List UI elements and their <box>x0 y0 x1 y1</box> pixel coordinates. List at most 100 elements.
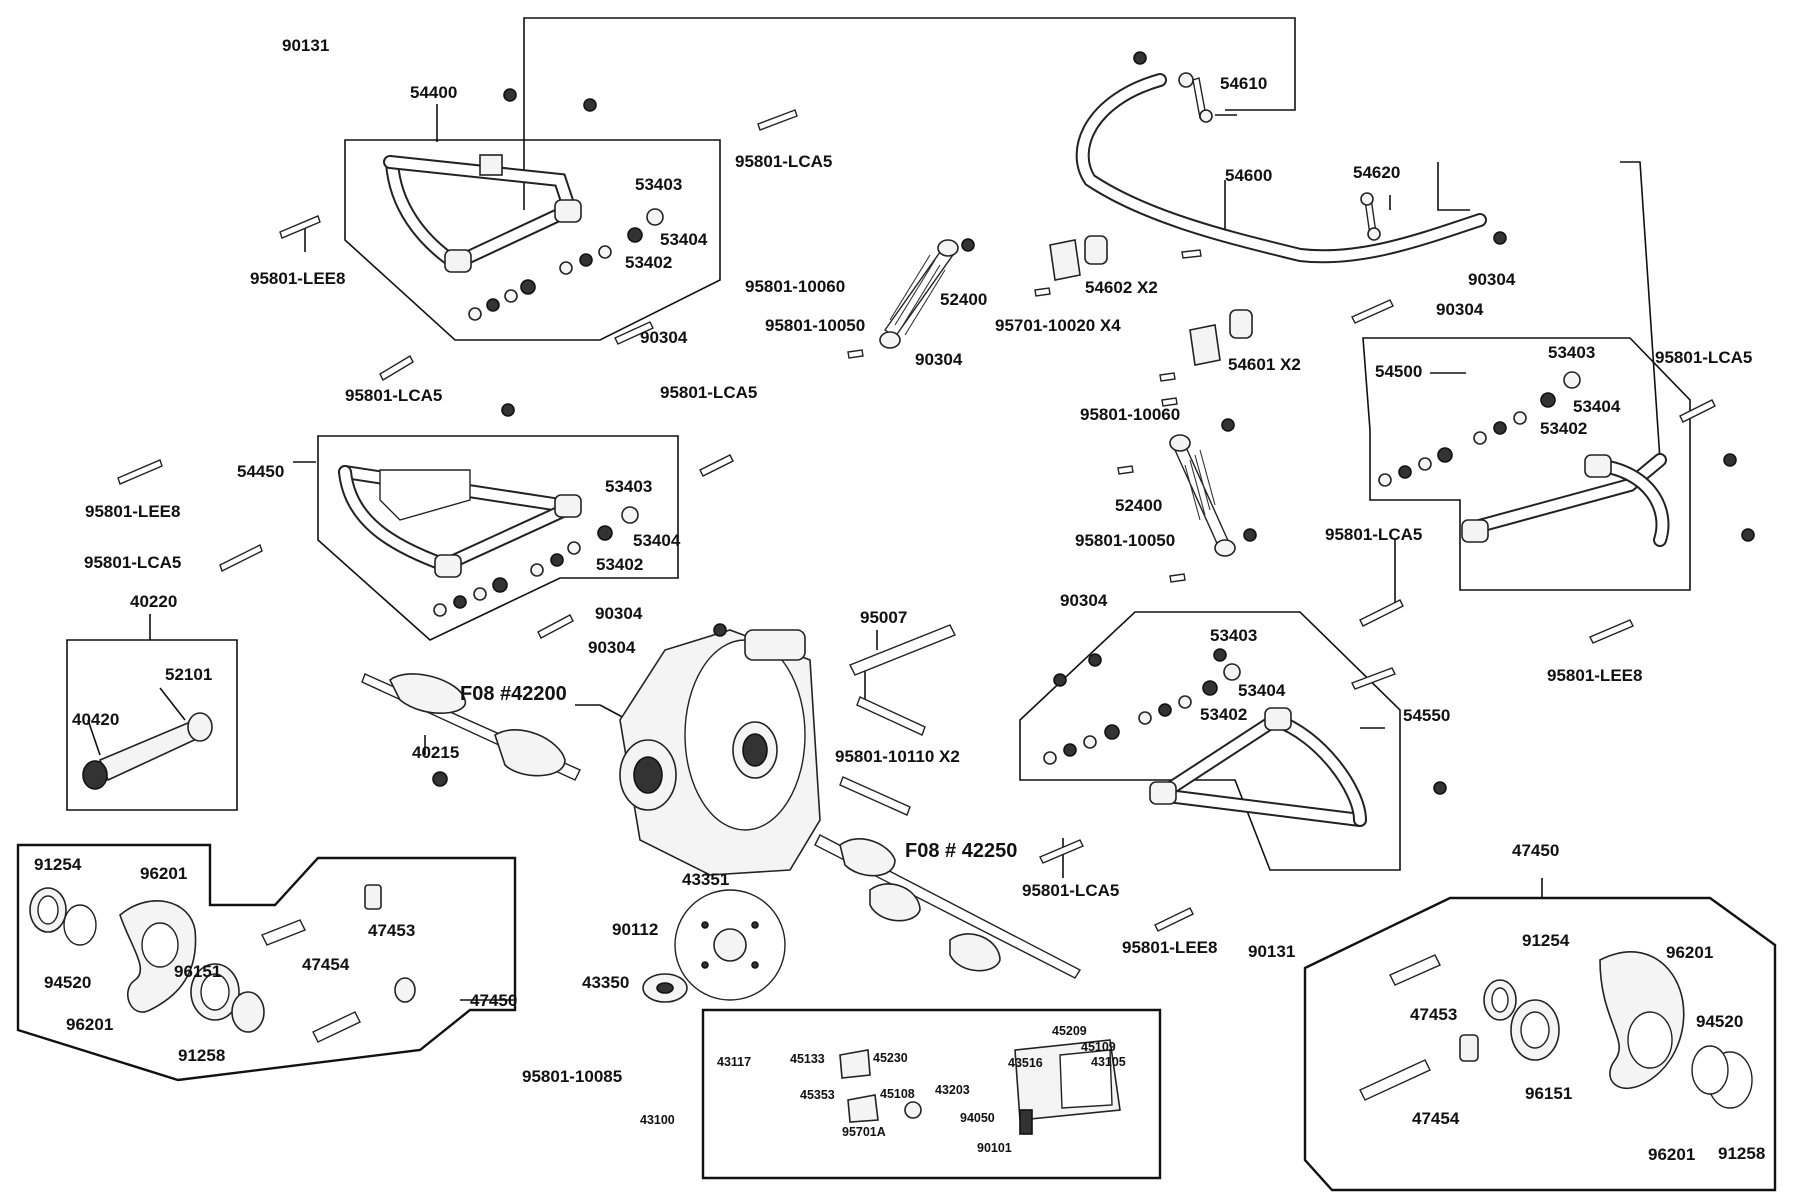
label-53403-a: 53403 <box>635 175 682 194</box>
label-54601: 54601 X2 <box>1228 355 1301 374</box>
label-54602: 54602 X2 <box>1085 278 1158 297</box>
label-95801-lee8-d: 95801-LEE8 <box>1122 938 1217 957</box>
label-95701a: 95701A <box>842 1125 886 1139</box>
label-90304-c: 90304 <box>588 638 636 657</box>
label-43117: 43117 <box>717 1055 751 1069</box>
label-94050: 94050 <box>960 1111 995 1125</box>
label-53404-a: 53404 <box>660 230 708 249</box>
label-95801-10060-a: 95801-10060 <box>745 277 845 296</box>
box-40220 <box>66 639 238 811</box>
label-95801-lca5-e: 95801-LCA5 <box>1655 348 1752 367</box>
caliper-assembly-43100 <box>839 1039 1121 1135</box>
label-47454-left: 47454 <box>302 955 350 974</box>
label-95801-lca5-g: 95801-LCA5 <box>1022 881 1119 900</box>
bushings-54450 <box>433 506 639 617</box>
shock-52400-a <box>879 239 959 349</box>
box-54550 <box>1019 611 1401 871</box>
label-47450-left: 47450 <box>470 991 517 1010</box>
label-40220: 40220 <box>130 592 177 611</box>
label-47453-right: 47453 <box>1410 1005 1457 1024</box>
label-90304-d: 90304 <box>915 350 963 369</box>
label-95801-lca5-f: 95801-LCA5 <box>1325 525 1422 544</box>
bushings-54400 <box>468 208 664 321</box>
label-f08-42250: F08 # 42250 <box>905 840 1017 862</box>
label-95801-lca5-a: 95801-LCA5 <box>735 152 832 171</box>
label-95801-10050-b: 95801-10050 <box>1075 531 1175 550</box>
label-91258-left: 91258 <box>178 1046 225 1065</box>
label-45109: 45109 <box>1081 1040 1116 1054</box>
label-90131-right: 90131 <box>1248 942 1295 961</box>
label-54600: 54600 <box>1225 166 1272 185</box>
lower-arm-54550 <box>1149 707 1367 827</box>
label-95801-10110: 95801-10110 X2 <box>835 747 960 766</box>
label-45209: 45209 <box>1052 1024 1087 1038</box>
upper-arm-54500 <box>1461 453 1670 547</box>
label-f08-42200: F08 #42200 <box>460 683 567 705</box>
label-43516: 43516 <box>1008 1056 1043 1070</box>
label-54450: 54450 <box>237 462 284 481</box>
label-43105: 43105 <box>1091 1055 1126 1069</box>
knuckle-left <box>29 884 416 1043</box>
label-90131-top: 90131 <box>282 36 329 55</box>
fasteners <box>117 51 1755 932</box>
label-95007: 95007 <box>860 608 907 627</box>
bushings-54601-54602 <box>1049 235 1253 366</box>
label-94520-right: 94520 <box>1696 1012 1743 1031</box>
label-40215: 40215 <box>412 743 459 762</box>
lower-arm-54450 <box>338 465 582 578</box>
label-43203: 43203 <box>935 1083 970 1097</box>
label-90101: 90101 <box>977 1141 1012 1155</box>
label-54610: 54610 <box>1220 74 1267 93</box>
differential-housing <box>619 629 821 876</box>
label-53403-b: 53403 <box>605 477 652 496</box>
label-95801-lca5-c: 95801-LCA5 <box>660 383 757 402</box>
label-91254-left: 91254 <box>34 855 82 874</box>
label-95801-lca5-b: 95801-LCA5 <box>345 386 442 405</box>
box-54400 <box>344 139 721 341</box>
label-95801-lee8-b: 95801-LEE8 <box>85 502 180 521</box>
label-54620: 54620 <box>1353 163 1400 182</box>
label-53403-c: 53403 <box>1548 343 1595 362</box>
connector-top <box>523 17 1296 210</box>
label-53404-d: 53404 <box>1238 681 1286 700</box>
label-54500: 54500 <box>1375 362 1422 381</box>
label-95801-10050-a: 95801-10050 <box>765 316 865 335</box>
label-47454-right: 47454 <box>1412 1109 1460 1128</box>
label-43351: 43351 <box>682 870 729 889</box>
group-outlines <box>16 17 1777 1192</box>
links-54610-54620 <box>1178 72 1381 241</box>
label-90112: 90112 <box>612 920 658 939</box>
knuckle-right <box>1359 951 1753 1109</box>
label-45353: 45353 <box>800 1088 835 1102</box>
label-95801-lee8-c: 95801-LEE8 <box>1547 666 1642 685</box>
label-45230: 45230 <box>873 1051 908 1065</box>
upper-arm-54400 <box>383 154 582 273</box>
label-53402-a: 53402 <box>625 253 672 272</box>
label-95801-10085: 95801-10085 <box>522 1067 622 1086</box>
label-52101: 52101 <box>165 665 212 684</box>
label-47450-right: 47450 <box>1512 841 1559 860</box>
label-43350: 43350 <box>582 973 629 992</box>
label-96201-left-1: 96201 <box>140 864 187 883</box>
label-90304-a: 90304 <box>640 328 688 347</box>
label-94520-left: 94520 <box>44 973 91 992</box>
label-96201-left-2: 96201 <box>66 1015 113 1034</box>
label-90304-e: 90304 <box>1468 270 1516 289</box>
bushings-54550 <box>1043 663 1241 765</box>
label-90304-b: 90304 <box>595 604 643 623</box>
label-40420: 40420 <box>72 710 119 729</box>
label-90304-f: 90304 <box>1436 300 1484 319</box>
leader-lines <box>87 104 1543 1001</box>
label-54400: 54400 <box>410 83 457 102</box>
label-96201-right-1: 96201 <box>1666 943 1713 962</box>
label-95801-10060-b: 95801-10060 <box>1080 405 1180 424</box>
stabilizer-bar-54600 <box>1075 73 1487 264</box>
label-96151-right: 96151 <box>1525 1084 1572 1103</box>
label-53402-c: 53402 <box>1540 419 1587 438</box>
label-90304-g: 90304 <box>1060 591 1108 610</box>
label-91254-right: 91254 <box>1522 931 1570 950</box>
connector-54620 <box>1437 162 1470 211</box>
label-53402-b: 53402 <box>596 555 643 574</box>
driveshaft-42250 <box>814 834 1081 979</box>
